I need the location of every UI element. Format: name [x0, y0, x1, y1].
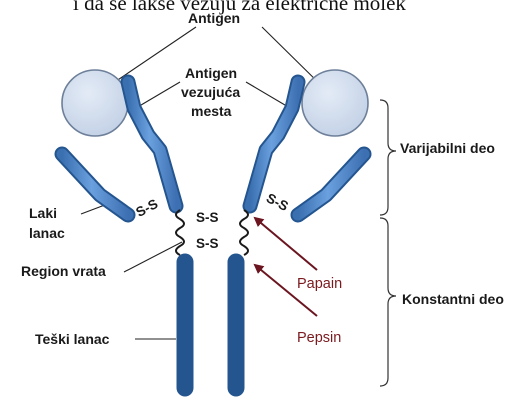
light-chain-label-line1: Laki [29, 205, 57, 221]
antigen-left [62, 70, 128, 136]
heavy-chain-label: Teški lanac [35, 331, 110, 347]
papain-label: Papain [297, 276, 342, 292]
region-braces [380, 100, 396, 386]
antigen-right [302, 70, 368, 136]
hinge-region-label: Region vrata [21, 263, 106, 279]
binding-site-label-line2: vezujuća [181, 84, 240, 100]
ss-bond-right-light: S-S [264, 190, 291, 214]
ss-bond-left-light: S-S [133, 196, 160, 220]
variable-region-label: Varijabilni deo [400, 140, 495, 156]
light-chain-label-line2: lanac [29, 225, 65, 241]
ss-bond-hinge-upper: S-S [196, 210, 219, 225]
enzyme-arrows [255, 218, 317, 316]
pepsin-label: Pepsin [297, 330, 341, 346]
ss-bond-hinge-lower: S-S [196, 236, 219, 251]
antigen-label: Antigen [188, 10, 240, 26]
binding-site-label-line1: Antigen [185, 65, 237, 81]
constant-region-label: Konstantni deo [402, 291, 504, 307]
binding-site-label-line3: mesta [191, 103, 232, 119]
